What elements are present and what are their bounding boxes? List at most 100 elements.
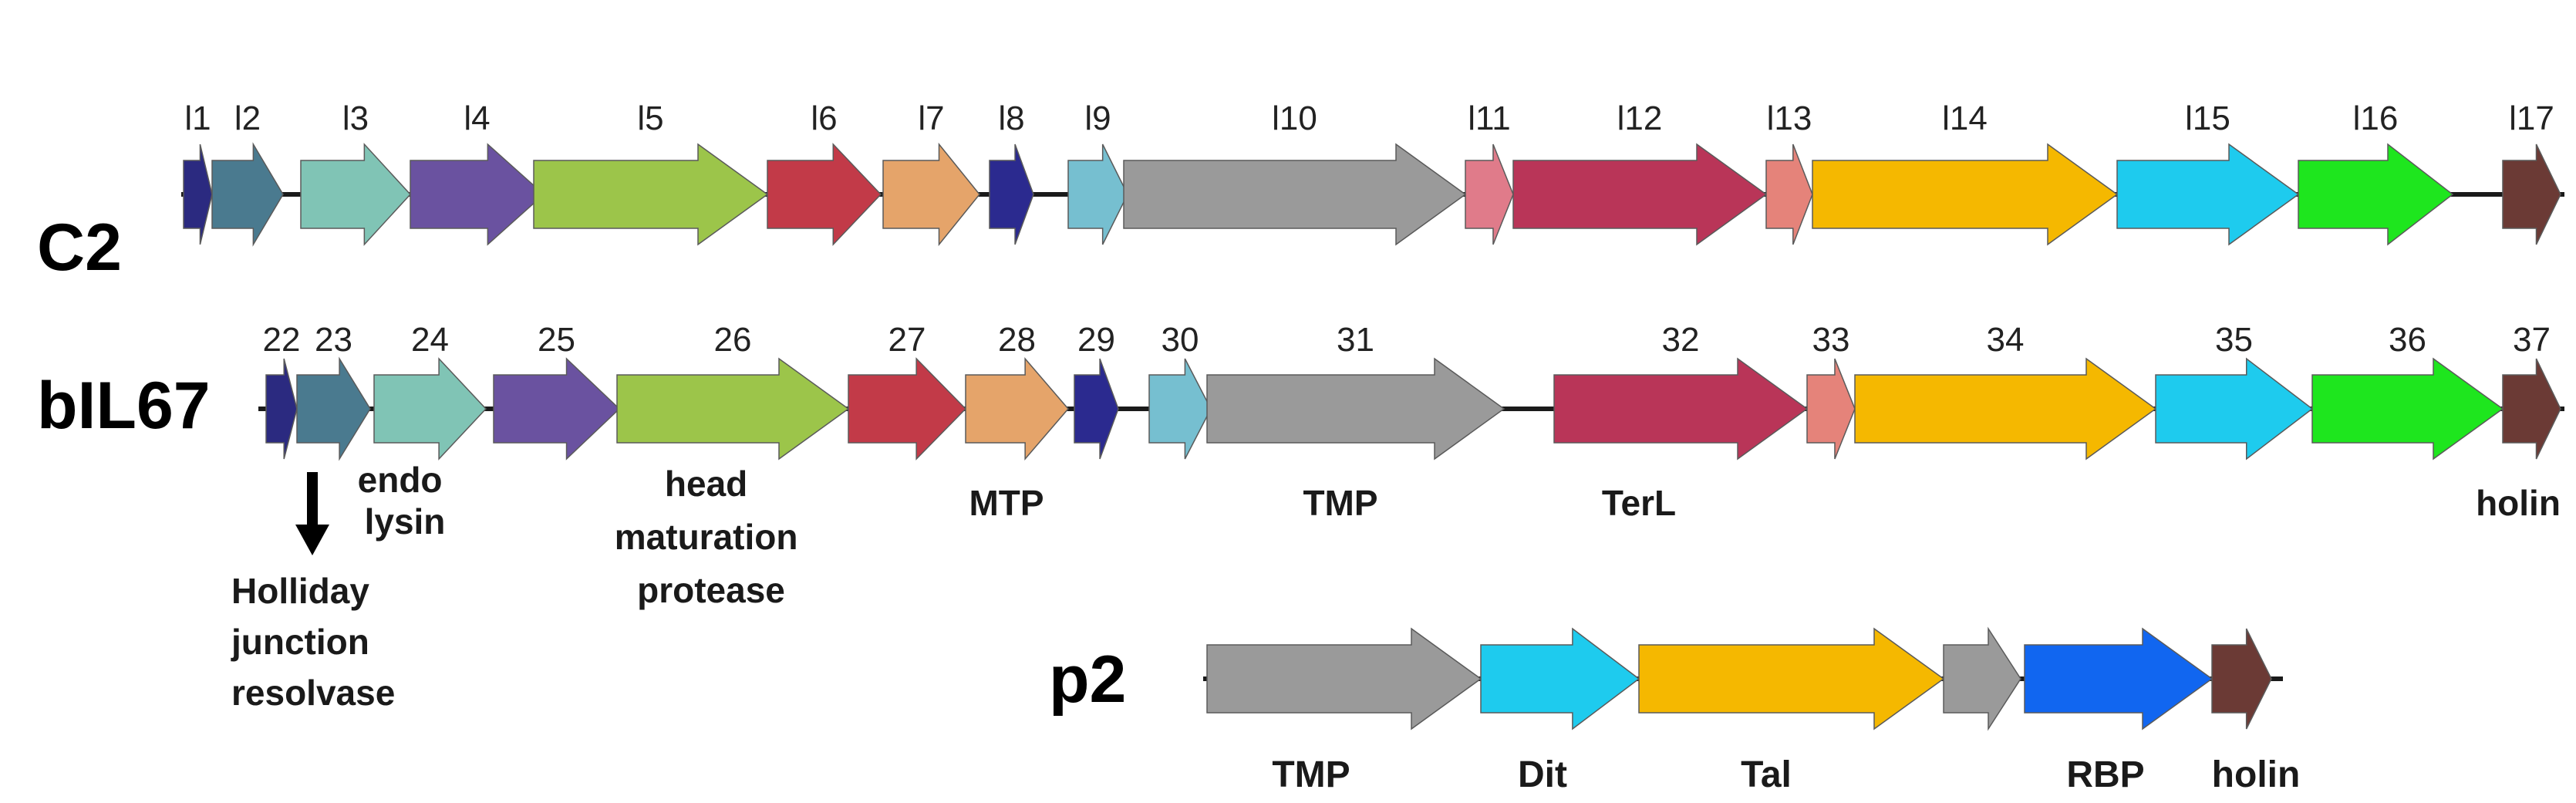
bil67-annotations: endo lysin head maturation protease MTP … xyxy=(231,460,2561,713)
bil67-gene-arrow-37 xyxy=(2502,358,2561,460)
c2-gene-arrow-l5 xyxy=(533,143,769,246)
bil67-gene-arrow-29 xyxy=(1074,358,1119,460)
c2-gene-arrow-l9 xyxy=(1067,143,1128,245)
annotation-hmp-line1: head xyxy=(665,464,747,504)
bil67-gene-arrow-33 xyxy=(1806,358,1856,460)
bil67-gene-arrow-28 xyxy=(965,356,1069,461)
c2-gene-label-l5: l5 xyxy=(637,100,663,137)
annotation-head-maturation-protease: head maturation protease xyxy=(615,464,808,610)
p2-gene-arrow-holin xyxy=(2211,628,2272,730)
c2-gene-label-l10: l10 xyxy=(1272,100,1317,137)
c2-gene-label-l11: l11 xyxy=(1468,100,1510,137)
bil67-gene-label-22: 22 xyxy=(263,321,301,359)
bil67-gene-arrow-30 xyxy=(1148,358,1212,460)
c2-gene-arrow-l2 xyxy=(211,142,284,247)
annotation-hjr-line1: Holliday xyxy=(231,571,369,611)
bil67-gene-label-26: 26 xyxy=(714,321,752,359)
bil67-gene-label-37: 37 xyxy=(2513,321,2551,359)
bil67-gene-arrow-27 xyxy=(848,357,967,461)
genome-label-c2: C2 xyxy=(37,211,122,285)
bil67-gene-label-30: 30 xyxy=(1162,321,1199,359)
c2-gene-arrows: l1 l2 l3 l4 l5 l6 l7 l8 l9 l10 l11 l12 l13 l14 l15 l16 l… xyxy=(183,100,2561,247)
p2-gene-arrow-dit xyxy=(1480,627,1640,730)
annotation-hmp-line3: protease xyxy=(637,570,785,610)
c2-gene-arrow-l7 xyxy=(882,142,980,247)
annotation-hmp-line2: maturation xyxy=(615,517,798,557)
c2-gene-label-l1: l1 xyxy=(184,100,211,137)
p2-gene-label-tal: Tal xyxy=(1741,754,1792,795)
p2-gene-label-tmp: TMP xyxy=(1272,754,1350,795)
c2-gene-label-l16: l16 xyxy=(2353,100,2399,137)
bil67-gene-arrow-36 xyxy=(2311,357,2504,461)
p2-gene-label-dit: Dit xyxy=(1518,754,1567,795)
bil67-gene-label-35: 35 xyxy=(2215,321,2253,359)
annotation-terl: TerL xyxy=(1602,483,1676,523)
annotation-hjr-line3: resolvase xyxy=(231,673,395,713)
bil67-gene-arrow-25 xyxy=(493,357,621,461)
bil67-gene-arrow-23 xyxy=(296,356,371,461)
p2-gene-labels: TMP Dit Tal RBP holin xyxy=(1272,754,2300,795)
c2-gene-label-l9: l9 xyxy=(1084,100,1111,137)
c2-gene-arrow-l16 xyxy=(2298,143,2454,246)
c2-gene-label-l15: l15 xyxy=(2185,100,2230,137)
c2-gene-arrow-l10 xyxy=(1123,143,1467,246)
c2-gene-arrow-l6 xyxy=(767,143,882,246)
bil67-gene-arrow-26 xyxy=(616,357,850,461)
annotation-endolysin-line1: endo xyxy=(358,460,443,500)
c2-gene-label-l7: l7 xyxy=(918,100,944,137)
bil67-gene-arrow-22 xyxy=(265,358,298,460)
p2-gene-arrow-tmp xyxy=(1206,627,1482,730)
bil67-gene-arrow-32 xyxy=(1553,357,1809,461)
p2-gene-label-rbp: RBP xyxy=(2066,754,2144,795)
c2-gene-arrow-l11 xyxy=(1465,143,1514,245)
annotation-tmp: TMP xyxy=(1303,483,1377,523)
bil67-gene-label-36: 36 xyxy=(2389,321,2426,359)
bil67-gene-label-34: 34 xyxy=(1987,321,2025,359)
down-arrow-icon xyxy=(295,472,329,555)
c2-gene-arrow-l3 xyxy=(300,143,412,246)
genome-label-bil67: bIL67 xyxy=(37,369,211,443)
bil67-gene-label-25: 25 xyxy=(538,321,575,359)
c2-gene-label-l2: l2 xyxy=(234,100,261,137)
bil67-gene-label-33: 33 xyxy=(1812,321,1850,359)
genome-label-p2: p2 xyxy=(1049,643,1126,717)
c2-gene-label-l4: l4 xyxy=(464,100,490,137)
c2-gene-label-l12: l12 xyxy=(1617,100,1663,137)
bil67-gene-arrow-31 xyxy=(1206,357,1505,461)
c2-gene-arrow-l12 xyxy=(1512,143,1768,246)
c2-gene-arrow-l15 xyxy=(2116,143,2300,246)
c2-gene-arrow-l4 xyxy=(410,143,545,246)
bil67-gene-label-27: 27 xyxy=(888,321,926,359)
p2-gene-arrow-unlabeled-3 xyxy=(1943,626,2021,731)
c2-gene-label-l14: l14 xyxy=(1942,100,1988,137)
c2-gene-arrow-l17 xyxy=(2502,143,2561,245)
p2-gene-arrow-rbp xyxy=(2024,627,2214,730)
annotation-mtp: MTP xyxy=(969,483,1044,523)
bil67-gene-arrow-34 xyxy=(1854,357,2157,461)
annotation-endolysin-line2: lysin xyxy=(365,501,446,542)
annotation-holliday-junction-resolvase: Holliday junction resolvase xyxy=(231,571,395,713)
c2-gene-arrow-l14 xyxy=(1812,143,2119,246)
bil67-gene-label-28: 28 xyxy=(998,321,1036,359)
c2-gene-label-l13: l13 xyxy=(1767,100,1812,137)
p2-gene-label-holin: holin xyxy=(2212,754,2301,795)
bil67-gene-label-32: 32 xyxy=(1662,321,1700,359)
bil67-gene-label-31: 31 xyxy=(1337,321,1374,359)
p2-gene-arrow-tal xyxy=(1638,627,1945,730)
annotation-holin: holin xyxy=(2476,483,2561,523)
c2-gene-arrow-l13 xyxy=(1765,143,1813,245)
c2-gene-label-l17: l17 xyxy=(2509,100,2554,137)
p2-gene-arrows xyxy=(1206,626,2272,731)
bil67-gene-arrow-24 xyxy=(373,357,487,461)
c2-gene-arrow-l1 xyxy=(183,143,213,245)
bil67-gene-label-23: 23 xyxy=(315,321,352,359)
c2-gene-label-l6: l6 xyxy=(811,100,837,137)
c2-gene-label-l3: l3 xyxy=(342,100,369,137)
bil67-gene-label-29: 29 xyxy=(1077,321,1115,359)
c2-gene-label-l8: l8 xyxy=(998,100,1024,137)
annotation-hjr-line2: junction xyxy=(231,622,369,662)
bil67-gene-arrow-35 xyxy=(2155,357,2314,461)
annotation-endolysin: endo lysin xyxy=(358,460,453,542)
